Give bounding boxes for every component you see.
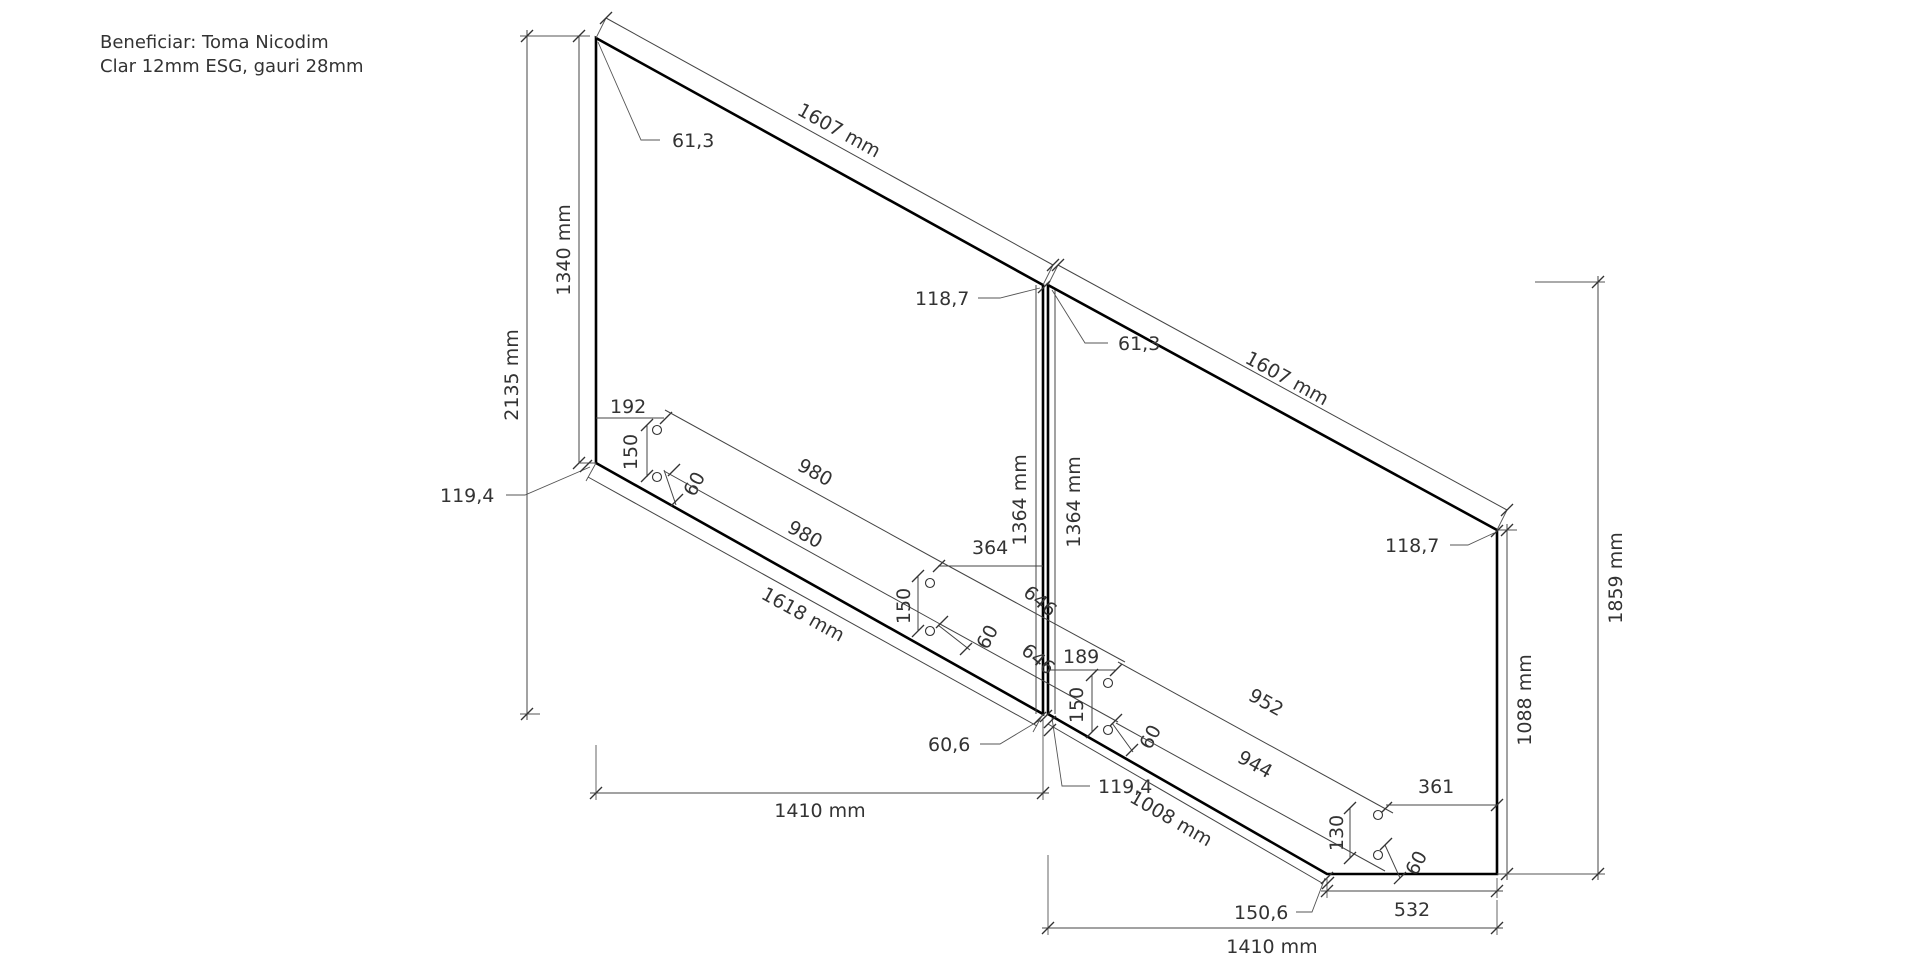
glass-spec-label: Clar 12mm ESG, gauri 28mm <box>100 56 364 77</box>
right-bottom-flat-dimension: 532 <box>1320 878 1504 921</box>
hole <box>1372 849 1384 861</box>
right-hole1-rise-label: 150 <box>1066 687 1088 723</box>
beneficiary-label: Beneficiar: Toma Nicodim <box>100 32 329 53</box>
right-hole2-rise-label: 130 <box>1326 815 1348 851</box>
left-hole2-offset-label: 364 <box>972 537 1008 559</box>
left-top-left-angle: 61,3 <box>597 41 714 152</box>
left-top-edge-label: 1607 mm <box>794 99 885 162</box>
left-bottom-left-angle: 119,4 <box>440 459 593 507</box>
right-top-right-angle-label: 118,7 <box>1385 535 1439 557</box>
right-hole2-offset-label: 361 <box>1418 776 1454 798</box>
right-top-edge-dimension: 1607 mm <box>1047 258 1514 531</box>
left-width-label: 1410 mm <box>774 800 865 822</box>
left-top-right-angle-label: 118,7 <box>915 288 969 310</box>
left-bottom-edge-dimension: 1618 mm <box>585 462 1044 733</box>
hole <box>1372 809 1384 821</box>
left-width-dimension: 1410 mm <box>589 720 1050 822</box>
right-bottom-corner-angle: 150,6 <box>1234 871 1334 924</box>
right-hole1-offset-label: 189 <box>1063 646 1099 668</box>
hole-to-next-lower-label: 646 <box>1017 639 1059 679</box>
left-edge-dimension: 1340 mm <box>553 29 596 470</box>
right-bottom-flat-label: 532 <box>1394 899 1430 921</box>
right-hole-lower-run-label: 944 <box>1234 746 1276 783</box>
left-bottom-edge-label: 1618 mm <box>758 583 849 647</box>
right-top-edge-label: 1607 mm <box>1241 347 1332 410</box>
right-bottom-left-angle-label: 119,4 <box>1098 776 1152 798</box>
right-width-label: 1410 mm <box>1226 936 1317 955</box>
right-edge-dimension: 1088 mm <box>1497 523 1536 881</box>
left-total-height-label: 2135 mm <box>501 329 523 420</box>
left-top-left-angle-label: 61,3 <box>672 130 714 152</box>
left-edge-label: 1340 mm <box>553 204 575 295</box>
right-top-left-angle: 61,3 <box>1051 289 1160 355</box>
right-total-height-dimension: 1859 mm <box>1505 275 1627 881</box>
right-hole-upper-run-label: 952 <box>1245 684 1287 721</box>
right-left-edge-label: 1364 mm <box>1063 456 1085 547</box>
right-top-left-angle-label: 61,3 <box>1118 333 1160 355</box>
right-bottom-slope-label: 1008 mm <box>1126 786 1216 851</box>
left-bottom-right-angle: 60,6 <box>928 711 1047 756</box>
left-total-height-dimension: 2135 mm <box>501 29 590 721</box>
right-left-edge-dimension: 1364 mm <box>1054 290 1085 714</box>
left-right-edge-dimension: 1364 mm <box>1009 285 1037 714</box>
left-hole2-rise-label: 150 <box>893 588 915 624</box>
hole <box>924 625 936 637</box>
hole <box>1102 677 1114 689</box>
hole <box>651 471 663 483</box>
hole <box>651 424 663 436</box>
left-bottom-left-angle-label: 119,4 <box>440 485 494 507</box>
left-hole1-spacing-label: 60 <box>679 468 710 500</box>
left-top-right-angle: 118,7 <box>915 287 1041 310</box>
right-hole-group-1: 189 150 60 <box>1048 646 1166 757</box>
left-hole1-offset-label: 192 <box>610 396 646 418</box>
right-bottom-left-angle: 119,4 <box>1043 717 1152 798</box>
right-total-height-label: 1859 mm <box>1605 532 1627 623</box>
right-top-right-angle: 118,7 <box>1385 532 1495 557</box>
right-glass-panel <box>1046 282 1499 876</box>
left-top-edge-dimension: 1607 mm <box>595 11 1060 286</box>
hole <box>924 577 936 589</box>
left-bottom-right-angle-label: 60,6 <box>928 734 970 756</box>
left-hole2-spacing-label: 60 <box>972 621 1003 653</box>
panel-junction-ticks <box>1037 280 1504 890</box>
right-bottom-corner-angle-label: 150,6 <box>1234 902 1288 924</box>
left-hole1-rise-label: 150 <box>620 434 642 470</box>
right-hole-group-2: 361 130 60 <box>1326 776 1504 885</box>
right-edge-label: 1088 mm <box>1514 654 1536 745</box>
right-width-dimension: 1410 mm <box>1041 855 1504 955</box>
left-hole-group-1: 192 150 60 <box>596 396 710 507</box>
hole <box>1102 724 1114 736</box>
right-bottom-slope-dimension: 1008 mm <box>1047 723 1323 884</box>
left-hole-upper-run-label: 980 <box>794 454 836 491</box>
left-right-edge-label: 1364 mm <box>1009 454 1031 545</box>
left-hole-lower-run-label: 980 <box>784 516 826 553</box>
